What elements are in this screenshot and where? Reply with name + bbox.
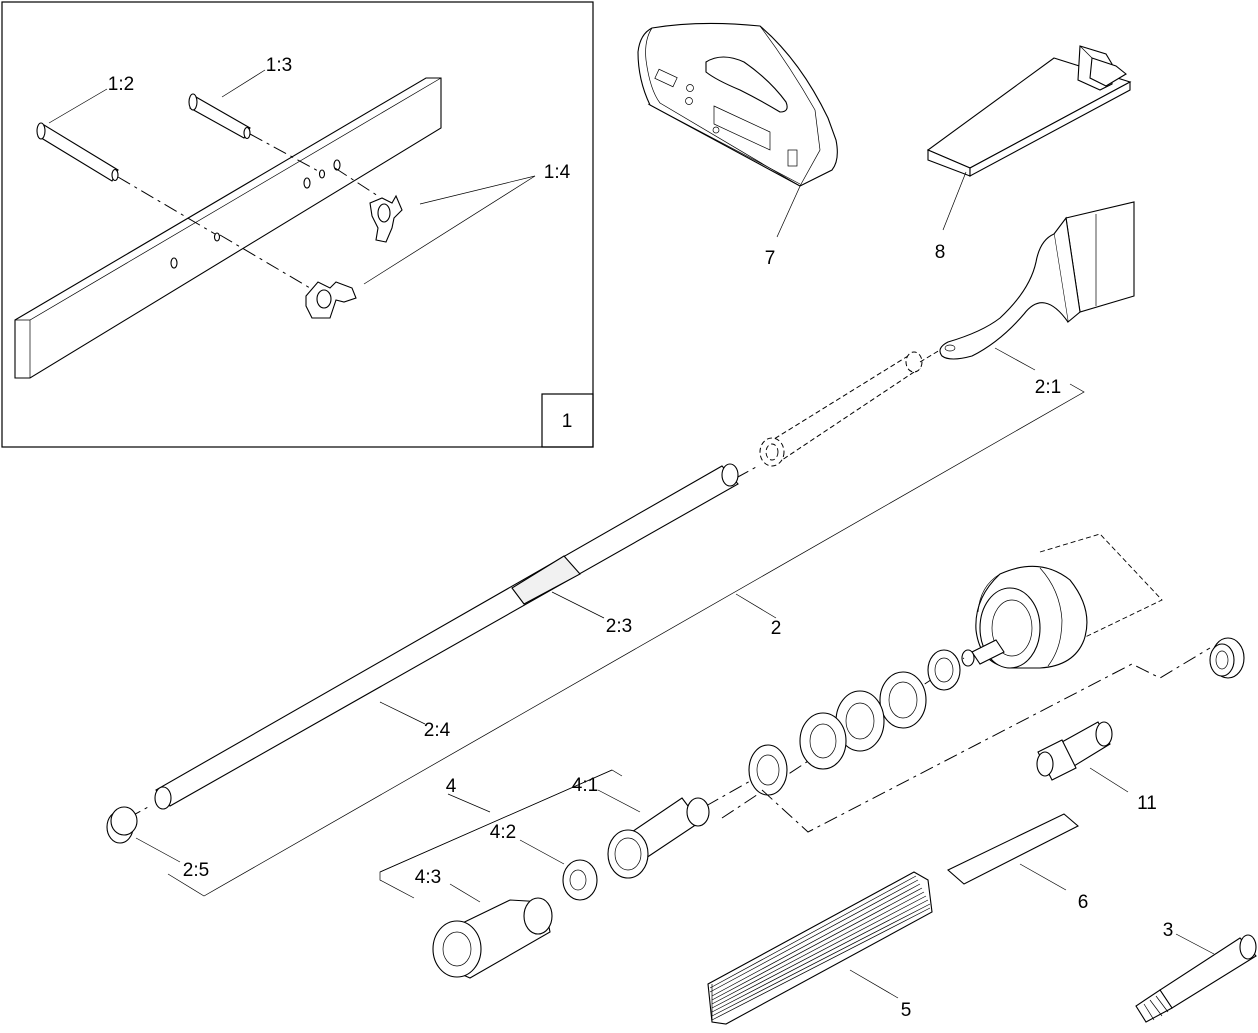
leader-11	[1089, 767, 1129, 793]
label-item-2-1: 2:1	[1035, 377, 1061, 398]
hex-coupler-item-11	[1036, 721, 1113, 781]
plate-item-8	[926, 45, 1132, 177]
label-item-2-4: 2:4	[424, 720, 451, 741]
grip-band-item-2-3	[511, 555, 581, 605]
bearing-ring	[835, 690, 885, 752]
pin-1-2	[36, 122, 216, 235]
washer-item-4-2	[562, 859, 598, 901]
flat-bar	[14, 77, 442, 379]
handle-rod-item-2-4	[154, 463, 759, 810]
bearing-ring	[879, 671, 927, 729]
brush-item-2-1	[939, 201, 1135, 360]
sheet-stack-item-5	[707, 871, 933, 1025]
bar-hole	[318, 169, 326, 179]
roller-drum-ghost	[1039, 533, 1163, 655]
label-item-4: 4	[446, 776, 457, 797]
roller-drum	[961, 565, 1088, 669]
bit-item-3	[1135, 934, 1257, 1023]
label-item-1-3: 1:3	[266, 55, 292, 76]
bearing-ring	[748, 744, 788, 796]
inset-box-item-1: 1	[1, 1, 594, 448]
wing-nut-upper	[334, 167, 403, 243]
label-item-5: 5	[901, 1000, 912, 1021]
label-item-1-2: 1:2	[108, 74, 134, 95]
label-item-1-4: 1:4	[544, 162, 571, 183]
label-item-6: 6	[1078, 892, 1089, 913]
wing-nut-lower	[219, 234, 357, 319]
label-item-3: 3	[1163, 920, 1174, 941]
label-item-1: 1	[562, 411, 573, 432]
leaders-2	[135, 347, 1036, 863]
label-item-2-3: 2:3	[606, 616, 632, 637]
roller-sleeve-ghost	[759, 349, 941, 467]
end-cap-item-2-5	[106, 805, 151, 844]
leaders-inset	[48, 69, 536, 285]
label-item-2-5: 2:5	[183, 860, 209, 881]
leader-6	[1019, 863, 1067, 891]
bearing-stack	[721, 649, 965, 819]
leader-5	[849, 969, 899, 999]
label-item-4-3: 4:3	[415, 867, 441, 888]
gauge-case-item-7	[637, 22, 838, 187]
bar-hole	[213, 232, 221, 242]
leader-7	[776, 183, 802, 238]
strip-item-6	[947, 813, 1079, 885]
leader-8	[942, 171, 967, 231]
flange-nut	[1209, 637, 1245, 679]
bar-hole	[333, 159, 341, 171]
bar-hole	[170, 257, 178, 269]
sleeve-item-4-3	[432, 897, 553, 979]
item-1-number-box	[541, 393, 594, 448]
leaders-4	[447, 789, 641, 903]
bracket-item-4	[379, 769, 623, 899]
bearing-ring	[927, 649, 961, 691]
leader-3	[1175, 933, 1215, 955]
label-item-7: 7	[765, 248, 776, 269]
sleeve-item-4-1	[607, 779, 753, 879]
bracket-item-2	[167, 383, 1085, 897]
label-item-8: 8	[935, 242, 946, 263]
bar-hole	[303, 177, 311, 189]
label-item-4-1: 4:1	[572, 775, 598, 796]
label-item-2: 2	[771, 618, 782, 639]
label-item-11: 11	[1137, 793, 1157, 814]
label-item-4-2: 4:2	[490, 822, 516, 843]
pin-1-3	[188, 93, 321, 173]
bearing-ring	[799, 712, 847, 770]
